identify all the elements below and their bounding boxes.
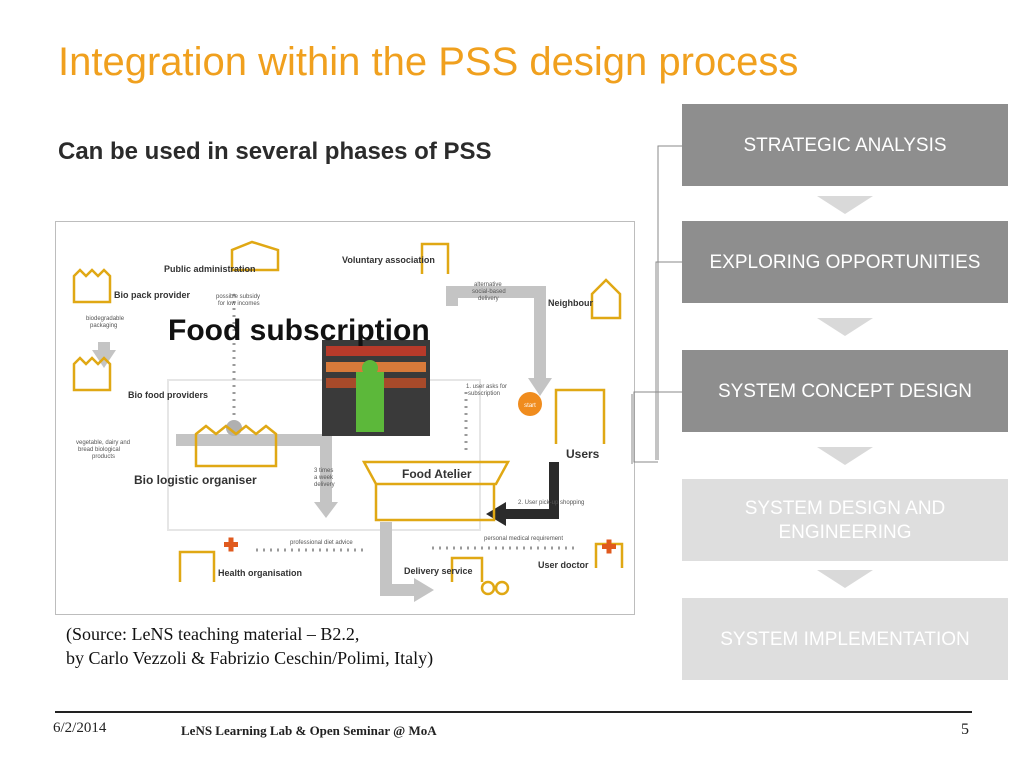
phase-exploring-opportunities: EXPLORING OPPORTUNITIES (682, 221, 1008, 303)
food-subscription-diagram: start (55, 221, 635, 615)
source-line-1: (Source: LeNS teaching material – B2.2, (66, 624, 360, 644)
social-based-label: social-based (472, 289, 506, 295)
phase-arrow (817, 318, 873, 336)
user-doctor-label: User doctor (538, 560, 589, 570)
phase-arrow (817, 447, 873, 465)
voluntary-association-label: Voluntary association (342, 255, 435, 265)
medical-cross-icon (228, 537, 234, 552)
flow-labels: possible subsidy for low incomes biodegr… (76, 282, 584, 546)
users-label: Users (566, 447, 600, 461)
bio-food-providers-icon (72, 356, 112, 392)
alternative-label: alternative (474, 282, 502, 288)
footer-date: 6/2/2014 (53, 720, 107, 736)
bread-label: bread biological (78, 447, 120, 453)
bio-pack-provider-label: Bio pack provider (114, 290, 191, 300)
node-labels: Public administration Voluntary associat… (114, 255, 600, 578)
medical-requirement-label: personal medical requirement (484, 536, 563, 542)
voluntary-association-icon (420, 242, 450, 274)
diagram-canvas: start (72, 240, 624, 602)
flow-arrow (380, 522, 416, 596)
packaging-label: packaging (90, 323, 117, 329)
slide-subtitle: Can be used in several phases of PSS (58, 138, 492, 165)
phase-system-implementation: SYSTEM IMPLEMENTATION (682, 598, 1008, 680)
connector-line (655, 261, 682, 460)
connector-line (633, 391, 682, 463)
connector-line (657, 145, 682, 460)
user-asks-label-2: subscription (468, 391, 500, 397)
diet-advice-label: professional diet advice (290, 540, 353, 546)
subsidy-label-2: for low incomes (218, 301, 260, 307)
delivery-service-label: Delivery service (404, 566, 473, 576)
flow-arrow-head (314, 502, 338, 518)
flow-arrow-head (414, 578, 434, 602)
bio-logistic-organiser-label: Bio logistic organiser (134, 473, 257, 487)
source-citation: (Source: LeNS teaching material – B2.2, … (66, 622, 433, 670)
delivery-service-icon (450, 556, 484, 582)
phase-strategic-analysis: STRATEGIC ANALYSIS (682, 104, 1008, 186)
products-label: products (92, 454, 115, 460)
medical-cross-icon (606, 539, 612, 554)
pickup-arrow (504, 462, 559, 519)
three-times-label-3: delivery (314, 482, 335, 488)
users-icon (554, 388, 606, 444)
delivery-label: delivery (478, 296, 499, 302)
shop-figure-head (362, 360, 378, 376)
pickup-arrow-head (486, 502, 506, 526)
shop-shelf (326, 346, 426, 356)
health-organisation-icon (178, 550, 216, 582)
shop-figure (356, 372, 384, 432)
bio-food-providers-label: Bio food providers (128, 390, 208, 400)
bike-wheel-icon (480, 580, 496, 596)
page-number: 5 (961, 721, 969, 738)
bio-logistic-organiser-icon (194, 424, 278, 468)
pickup-label: 2. User pick-up shopping (518, 500, 584, 506)
phase-system-design-and-engineering: SYSTEM DESIGN AND ENGINEERING (682, 479, 1008, 561)
footer-event: LeNS Learning Lab & Open Seminar @ MoA (181, 723, 437, 738)
food-atelier-label: Food Atelier (402, 467, 472, 481)
user-asks-label: 1. user asks for (466, 384, 507, 390)
flow-arrow (446, 286, 546, 380)
bio-pack-provider-icon (72, 268, 112, 304)
dotted-flows (232, 294, 576, 552)
three-times-label: 3 times (314, 468, 333, 474)
footer-divider (55, 711, 972, 713)
neighbour-icon (590, 278, 622, 320)
medical-cross-icons (224, 537, 616, 554)
phase-arrow (817, 570, 873, 588)
public-administration-label: Public administration (164, 264, 256, 274)
phase-connectors (631, 145, 682, 464)
source-line-2: by Carlo Vezzoli & Fabrizio Ceschin/Poli… (66, 648, 434, 668)
biodegradable-label: biodegradable (86, 316, 125, 322)
flow-arrow-head (528, 378, 552, 396)
subsidy-label: possible subsidy (216, 294, 260, 300)
slide-title: Integration within the PSS design proces… (58, 40, 799, 84)
food-atelier-icon (374, 484, 496, 522)
food-atelier-roof-icon (361, 460, 511, 486)
actor-icons (72, 240, 624, 596)
neighbour-label: Neighbour (548, 298, 593, 308)
vegetable-label: vegetable, dairy and (76, 440, 130, 446)
phase-arrow (817, 196, 873, 214)
bike-wheel-icon (494, 580, 510, 596)
health-organisation-label: Health organisation (218, 568, 302, 578)
diagram-headline: Food subscription (168, 314, 430, 347)
shop-photo (322, 340, 430, 436)
phase-system-concept-design: SYSTEM CONCEPT DESIGN (682, 350, 1008, 432)
start-circle (518, 392, 542, 416)
flow-arrow (176, 434, 332, 504)
public-administration-icon (230, 240, 280, 272)
three-times-label-2: a week (314, 475, 334, 481)
start-label: start (524, 403, 536, 409)
